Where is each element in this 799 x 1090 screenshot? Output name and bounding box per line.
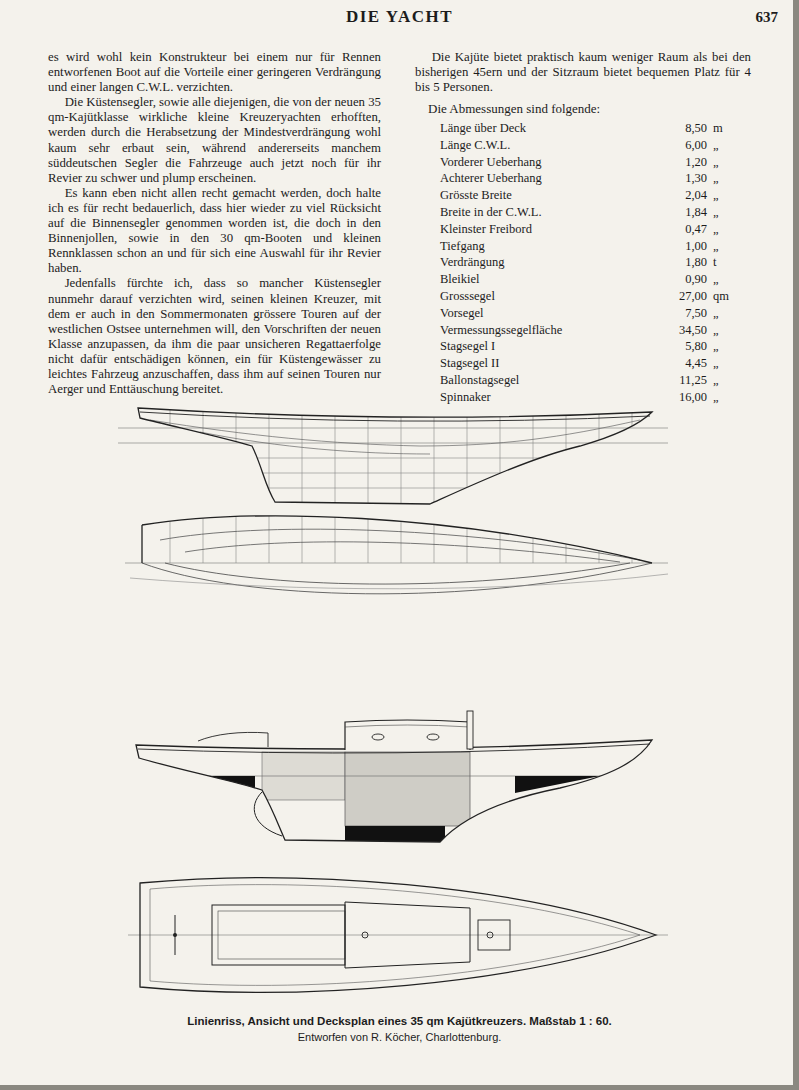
rudder [254,792,282,836]
half-breadth-plan [125,500,668,594]
cabin-interior [345,752,470,826]
table-unit: „ [713,338,719,354]
table-label: Verdrängung [440,254,505,270]
centre-line [125,563,668,564]
table-value: 0,47 [640,221,707,237]
table-value: 1,84 [640,204,707,220]
table-unit: „ [713,238,719,254]
table-unit: „ [713,221,719,237]
table-label: Tiefgang [440,238,485,254]
porthole [427,734,439,740]
table-unit: „ [713,154,719,170]
table-value: 1,20 [640,154,707,170]
table-unit: „ [713,271,719,287]
table-unit: m [713,120,723,136]
table-value: 27,00 [640,288,707,304]
table-label: Länge über Deck [440,120,526,136]
table-label: Vorderer Ueberhang [440,154,541,170]
table-value: 4,45 [640,355,707,371]
mast-step [487,932,493,938]
table-value: 1,00 [640,238,707,254]
table-label: Bleikiel [440,271,480,287]
profile-elevation [120,711,670,845]
cabin-roof [345,902,470,968]
deck-plan [128,878,668,993]
table-label: Grösste Breite [440,187,512,203]
table-unit: „ [713,372,719,388]
centre-line [128,935,668,936]
table-label: Breite in der C.W.L. [440,204,542,220]
table-value: 8,50 [640,120,707,136]
table-value: 5,80 [640,338,707,354]
caption-credit: Entworfen von R. Köcher, Charlottenburg. [0,1031,799,1043]
table-value: 34,50 [640,322,707,338]
rudder-head [173,933,177,937]
sheer-plan [118,396,670,511]
waterline [118,428,668,443]
waterlines [160,529,640,562]
table-unit: qm [713,288,729,304]
table-value: 1,30 [640,170,707,186]
cockpit [212,905,345,965]
table-label: Stagsegel I [440,338,495,354]
table-value: 2,04 [640,187,707,203]
table-label: Achterer Ueberhang [440,170,542,186]
page-number: 637 [740,9,778,26]
figure-caption: Linienriss, Ansicht und Decksplan eines … [0,1015,799,1027]
table-label: Vermessungssegelfläche [440,322,562,338]
grid-lines [120,458,670,488]
page-header: DIE YACHT [0,7,799,27]
table-unit: „ [713,322,719,338]
table-label: Länge C.W.L. [440,137,510,153]
table-unit: „ [713,305,719,321]
table-unit: „ [713,389,719,405]
table-value: 7,50 [640,305,707,321]
cockpit [218,911,345,959]
table-unit: „ [713,355,719,371]
table-label: Vorsegel [440,305,484,321]
table-label: Kleinster Freibord [440,221,532,237]
bilge-fill [190,776,255,788]
table-intro: Die Abmessungen sind folgende: [428,101,600,117]
hull-profile [138,408,652,504]
scan-edge [0,1085,799,1090]
deck-outline [140,878,656,993]
hull-profile [136,740,652,842]
diagonal-lines [130,574,668,589]
table-value: 0,90 [640,271,707,287]
covering-board [150,885,640,986]
diagonal-lines [142,563,652,594]
table-label: Spinnaker [440,389,491,405]
porthole [372,734,384,740]
table-value: 6,00 [640,137,707,153]
table-value: 16,00 [640,389,707,405]
body-paragraph: Es kann eben nicht allen recht gemacht w… [48,186,381,277]
body-paragraph: Die Kajüte bietet praktisch kaum weniger… [415,50,751,95]
body-paragraph: Die Küstensegler, sowie alle diejenigen,… [48,95,381,186]
table-unit: „ [713,187,719,203]
table-unit: t [713,254,716,270]
fore-hatch [478,920,510,950]
body-paragraph: Jedenfalls fürchte ich, dass so mancher … [48,276,381,397]
table-value: 11,25 [640,372,707,388]
tiller [198,732,268,747]
rail-line [140,412,650,421]
table-unit: „ [713,170,719,186]
mast-stub [467,711,473,749]
scan-edge [793,0,799,1090]
body-paragraph: es wird wohl kein Konstrukteur bei einem… [48,50,381,95]
cabin-top [345,720,470,750]
table-value: 1,80 [640,254,707,270]
table-label: Ballonstagsegel [440,372,519,388]
table-unit: „ [713,137,719,153]
table-label: Stagsegel II [440,355,499,371]
bilge-fill [515,776,600,793]
table-unit: „ [713,204,719,220]
table-label: Grosssegel [440,288,495,304]
deck-outline [142,516,652,563]
deck-fitting [362,932,368,938]
cabin-top [345,725,470,727]
